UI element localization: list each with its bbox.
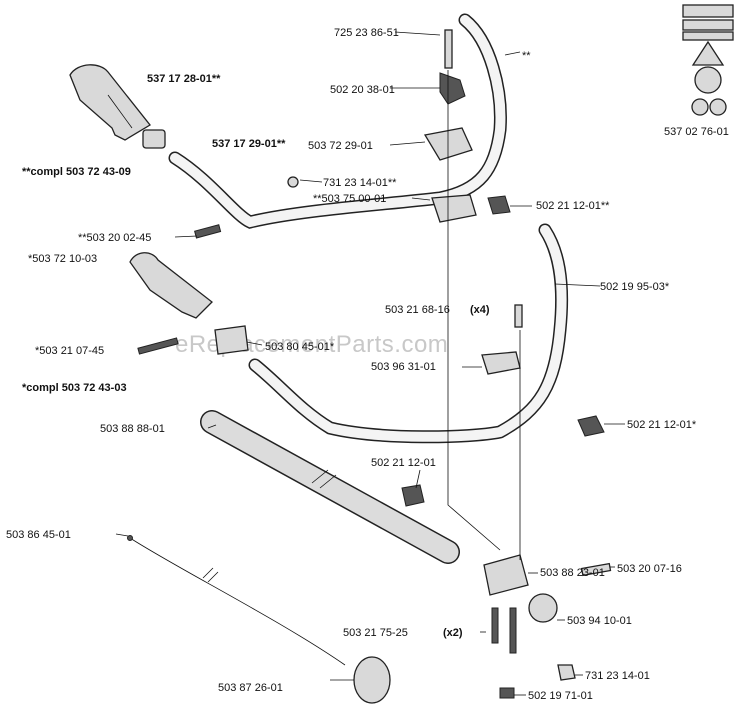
screw-503217525 xyxy=(491,607,499,644)
grip-upper xyxy=(69,64,151,141)
nut-502197101 xyxy=(499,687,515,699)
label-502211201: 502 21 12-01 xyxy=(371,457,436,469)
label-503941001: 503 94 10-01 xyxy=(567,615,632,627)
part-labels: 725 23 86-51 ** 537 17 28-01** 502 20 38… xyxy=(6,27,729,702)
knob-shaft xyxy=(401,484,425,507)
label-502197101: 502 19 71-01 xyxy=(528,690,593,702)
clamp-503750001 xyxy=(431,194,477,223)
knob-lower xyxy=(577,415,605,437)
shaft-tube xyxy=(200,410,460,564)
grip-lower xyxy=(129,252,213,319)
label-503217525-qty: (x2) xyxy=(443,627,463,639)
bracket-503941001 xyxy=(528,593,558,623)
decal-sheet-icon xyxy=(682,4,734,116)
label-503804501: 503 80 45-01* xyxy=(265,341,335,353)
label-compl-503724309: **compl 503 72 43-09 xyxy=(22,166,131,178)
screw-503216816 xyxy=(514,304,523,328)
label-537172901: 537 17 29-01** xyxy=(212,138,286,150)
bracket-503963101 xyxy=(481,351,521,375)
label-537172801: 537 17 28-01** xyxy=(147,73,221,85)
label-503200716: 503 20 07-16 xyxy=(617,563,682,575)
label-503722901: 503 72 29-01 xyxy=(308,140,373,152)
handlebar-lower xyxy=(248,223,569,444)
label-503216816: 503 21 68-16 xyxy=(385,304,450,316)
label-502203801: 502 20 38-01 xyxy=(330,84,395,96)
grip-clamp xyxy=(142,129,166,149)
label-725238651: 725 23 86-51 xyxy=(334,27,399,39)
label-503864501: 503 86 45-01 xyxy=(6,529,71,541)
shaft-clamp-503882301 xyxy=(483,554,529,596)
label-503963101: 503 96 31-01 xyxy=(371,361,436,373)
clamp-503804501 xyxy=(214,325,249,355)
clamp-502203801 xyxy=(439,72,466,105)
screw-503210745 xyxy=(137,337,179,355)
screw-503200716 xyxy=(580,562,612,577)
nut-upper xyxy=(287,176,299,188)
label-503721003: *503 72 10-03 xyxy=(28,253,97,265)
label-503888801: 503 88 88-01 xyxy=(100,423,165,435)
label-503200245: **503 20 02-45 xyxy=(78,232,151,244)
label-503872601: 503 87 26-01 xyxy=(218,682,283,694)
screw-503200245 xyxy=(194,224,222,239)
screw-725238651 xyxy=(444,29,453,69)
label-731231401: 731 23 14-01 xyxy=(585,670,650,682)
label-503750001: **503 75 00-01 xyxy=(313,193,386,205)
throttle-cable xyxy=(127,535,346,666)
screw-long xyxy=(509,607,517,654)
label-double-star: ** xyxy=(522,50,531,62)
label-502199503: 502 19 95-03* xyxy=(600,281,670,293)
label-compl-503724303: *compl 503 72 43-03 xyxy=(22,382,127,394)
label-503216816-qty: (x4) xyxy=(470,304,490,316)
label-502211201-s: 502 21 12-01* xyxy=(627,419,697,431)
clamp-503722901 xyxy=(423,127,473,161)
label-731231401-ss: 731 23 14-01** xyxy=(323,177,397,189)
label-537027601: 537 02 76-01 xyxy=(664,126,729,138)
label-503217525: 503 21 75-25 xyxy=(343,627,408,639)
label-503882301: 503 88 23-01 xyxy=(540,567,605,579)
knob-upper xyxy=(487,195,511,215)
label-503210745: *503 21 07-45 xyxy=(35,345,104,357)
stop-knob-503872601 xyxy=(353,656,391,704)
label-502211201-ss: 502 21 12-01** xyxy=(536,200,610,212)
nut-731231401 xyxy=(557,664,576,681)
